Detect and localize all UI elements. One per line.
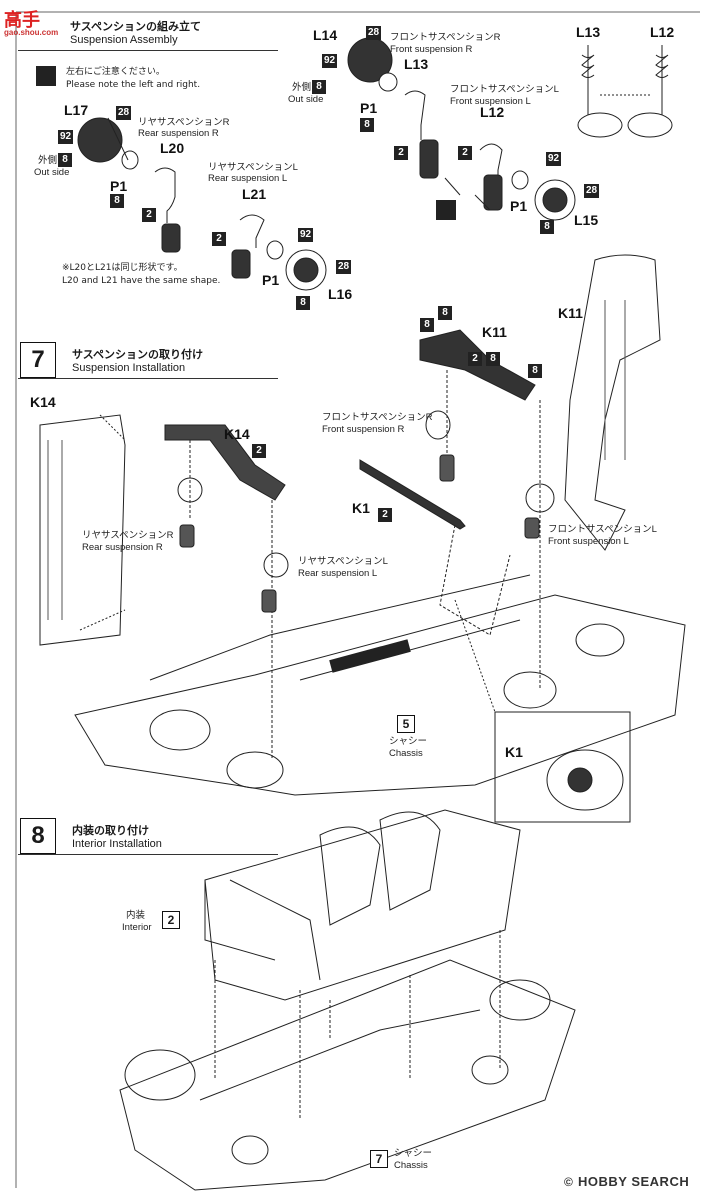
paint-8-f: 8 <box>540 220 554 234</box>
s7-rear-r-en: Rear suspension R <box>82 542 163 553</box>
part-p1-c: P1 <box>360 100 378 116</box>
copyright-mark: © <box>564 1175 573 1189</box>
shape-note-jp: ※L20とL21は同じ形状です。 <box>62 263 183 273</box>
paint-28-b: 28 <box>336 260 352 274</box>
interior-ref: 2 <box>162 911 180 929</box>
step8-chassis-en: Chassis <box>394 1160 428 1171</box>
interior-jp: 内装 <box>126 910 146 921</box>
paint-8-j: 8 <box>528 364 542 378</box>
part-k1: K1 <box>352 500 370 516</box>
outside-jp-b: 外側 <box>292 82 312 93</box>
part-l13-ref: L13 <box>576 24 601 40</box>
outside-en: Out side <box>34 167 70 178</box>
part-l17: L17 <box>64 102 89 118</box>
paint-2-c: 2 <box>394 146 408 160</box>
paint-2-g: 2 <box>378 508 392 522</box>
s7-rear-l-jp: リヤサスペンションL <box>298 556 388 567</box>
paint-8-e: 8 <box>360 118 374 132</box>
paint-28-d: 28 <box>584 184 600 198</box>
step8-title-jp: 内装の取り付け <box>72 824 149 837</box>
step8-chassis-ref: 7 <box>370 1150 388 1168</box>
part-l16: L16 <box>328 286 353 302</box>
hobbysearch-logo: HOBBY SEARCH <box>578 1174 690 1189</box>
front-r-jp: フロントサスペンションR <box>390 32 501 43</box>
paint-8-c: 8 <box>296 296 310 310</box>
step7-number: 7 <box>20 342 56 378</box>
front-r-en: Front suspension R <box>390 44 473 55</box>
part-l12-ref: L12 <box>650 24 675 40</box>
part-l15: L15 <box>574 212 599 228</box>
part-k11: K11 <box>482 324 507 340</box>
step8-chassis-jp: シャシー <box>394 1148 433 1159</box>
rear-r-jp: リヤサスペンションR <box>138 117 230 128</box>
s7-front-r-en: Front suspension R <box>322 424 405 435</box>
step6-rule <box>18 50 278 51</box>
paint-8-b: 8 <box>110 194 124 208</box>
watermark-url: gao.shou.com <box>4 28 59 37</box>
step6-title-en: Suspension Assembly <box>70 34 178 46</box>
paint-2-f: 2 <box>468 352 482 366</box>
front-l-jp: フロントサスペンションL <box>450 84 559 95</box>
step7-chassis-jp: シャシー <box>389 736 428 747</box>
shape-note-en: L20 and L21 have the same shape. <box>62 276 221 286</box>
part-l12: L12 <box>480 104 505 120</box>
interior-en: Interior <box>122 922 152 933</box>
step7-chassis-en: Chassis <box>389 748 423 759</box>
front-l-en: Front suspension L <box>450 96 531 107</box>
step7-title-en: Suspension Installation <box>72 362 186 374</box>
paint-2-a: 2 <box>142 208 156 222</box>
s7-rear-l-en: Rear suspension L <box>298 568 378 579</box>
glue-icon <box>36 66 56 86</box>
s7-front-l-jp: フロントサスペンションL <box>548 524 657 535</box>
step6-title-jp: サスペンションの組み立て <box>70 20 202 33</box>
watermark-logo: 高手 <box>4 10 40 30</box>
part-p1-b: P1 <box>262 272 280 288</box>
step7-chassis-ref: 5 <box>397 715 415 733</box>
part-l14: L14 <box>313 27 338 43</box>
paint-28-c: 28 <box>366 26 382 40</box>
paint-8-d: 8 <box>312 80 326 94</box>
glue-icon-b <box>436 200 456 220</box>
s7-rear-r-jp: リヤサスペンションR <box>82 530 174 541</box>
part-k11-frame: K11 <box>558 305 583 321</box>
paint-8-a: 8 <box>58 153 72 167</box>
paint-2-d: 2 <box>458 146 472 160</box>
caution-en: Please note the left and right. <box>66 80 201 90</box>
rear-r-en: Rear suspension R <box>138 128 219 139</box>
step7-title-jp: サスペンションの取り付け <box>72 348 204 361</box>
paint-8-i: 8 <box>486 352 500 366</box>
rear-l-en: Rear suspension L <box>208 173 288 184</box>
paint-8-g: 8 <box>438 306 452 320</box>
part-p1-d: P1 <box>510 198 528 214</box>
s7-front-r-jp: フロントサスペンションR <box>322 412 433 423</box>
part-k14-side: K14 <box>30 394 56 410</box>
part-l21: L21 <box>242 186 267 202</box>
step8-number: 8 <box>20 818 56 854</box>
paint-2-b: 2 <box>212 232 226 246</box>
part-l20: L20 <box>160 140 185 156</box>
part-k1-detail: K1 <box>505 744 523 760</box>
step8-rule <box>18 854 278 855</box>
paint-92-b: 92 <box>298 228 314 242</box>
outside-en-b: Out side <box>288 94 324 105</box>
paint-92-c: 92 <box>322 54 338 68</box>
part-p1-a: P1 <box>110 178 128 194</box>
step7-rule <box>18 378 278 379</box>
paint-2-e: 2 <box>252 444 266 458</box>
paint-92: 92 <box>58 130 74 144</box>
paint-92-d: 92 <box>546 152 562 166</box>
part-l13: L13 <box>404 56 429 72</box>
caution-jp: 左右にご注意ください。 <box>66 67 165 77</box>
step8-title-en: Interior Installation <box>72 838 162 850</box>
part-k14: K14 <box>224 426 250 442</box>
outside-jp: 外側 <box>38 155 58 166</box>
rear-l-jp: リヤサスペンションL <box>208 162 298 173</box>
paint-28: 28 <box>116 106 132 120</box>
paint-8-h: 8 <box>420 318 434 332</box>
s7-front-l-en: Front suspension L <box>548 536 629 547</box>
